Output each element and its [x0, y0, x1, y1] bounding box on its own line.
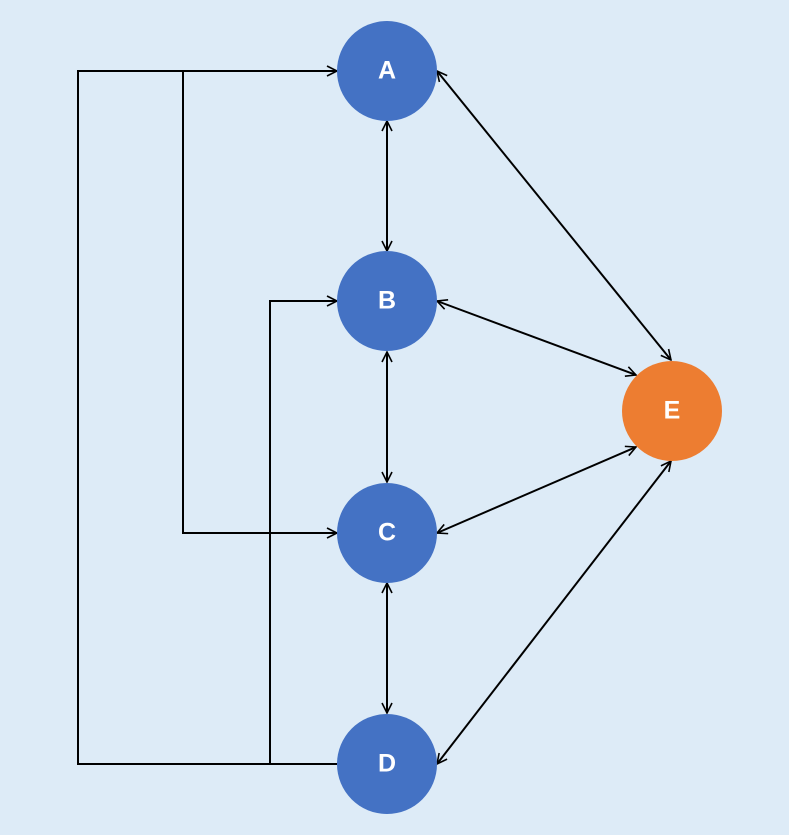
edge-b-e: [437, 301, 636, 375]
node-c-label: C: [378, 519, 396, 547]
edge-a-to-c: [182, 71, 337, 533]
node-a-label: A: [378, 57, 396, 85]
node-e-label: E: [664, 397, 681, 425]
node-e: E: [622, 361, 722, 461]
edge-d-e: [437, 461, 671, 764]
node-b-circle: [337, 251, 437, 351]
node-a-circle: [337, 21, 437, 121]
node-b-label: B: [378, 287, 396, 315]
node-e-circle: [622, 361, 722, 461]
node-d-circle: [337, 714, 437, 814]
node-c: C: [337, 483, 437, 583]
edge-c-e: [437, 447, 636, 533]
edge-a-e: [437, 71, 671, 360]
node-d-label: D: [378, 750, 396, 778]
node-d: D: [337, 714, 437, 814]
node-b: B: [337, 251, 437, 351]
edge-d-to-a: [77, 71, 337, 765]
edge-d-to-b: [269, 301, 337, 764]
node-a: A: [337, 21, 437, 121]
node-c-circle: [337, 483, 437, 583]
